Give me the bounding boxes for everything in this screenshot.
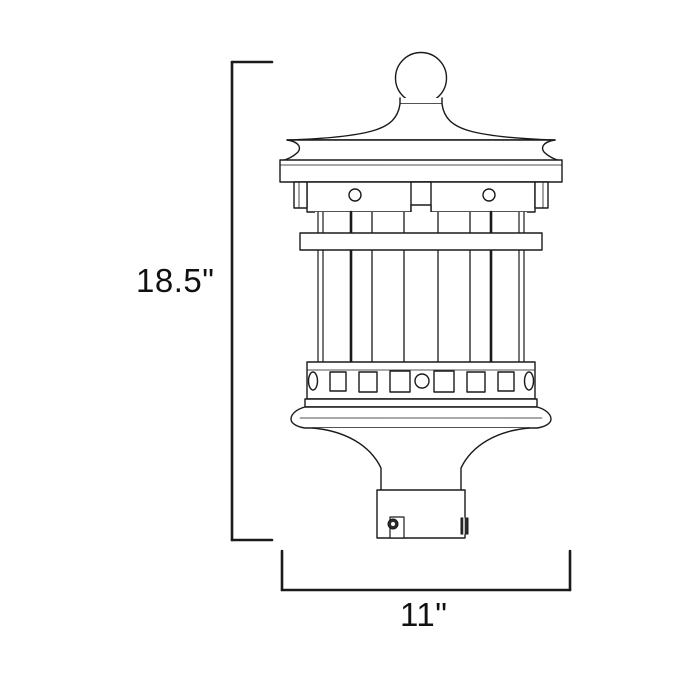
square-cutout-6 [497, 371, 515, 392]
roof-dome-flare [280, 139, 562, 162]
corner-post-left [293, 181, 308, 209]
square-cutout-4 [433, 370, 455, 393]
corner-post-right [534, 181, 549, 209]
square-cutout-3 [389, 370, 411, 393]
bottom-plate-lip [304, 398, 538, 408]
rivet-left [348, 188, 362, 202]
band-oval-left [307, 371, 319, 391]
width-dimension-line [280, 549, 572, 592]
set-screw-right [460, 517, 469, 535]
finial-ball [394, 51, 448, 105]
post-neck [312, 427, 530, 493]
finial-neck [399, 97, 443, 105]
roof-dome [286, 103, 556, 141]
bottom-plate [290, 406, 552, 429]
rivet-right [482, 188, 496, 202]
square-cutout-2 [358, 371, 378, 393]
mid-rail [299, 232, 543, 251]
square-cutout-1 [329, 371, 347, 392]
height-dimension-label: 18.5" [136, 262, 215, 299]
set-screw-left-slot [391, 522, 395, 526]
width-dimension-label: 11" [400, 596, 448, 633]
square-cutouts [329, 370, 515, 393]
center-circle-vent [414, 373, 430, 389]
set-screw-left [387, 516, 405, 539]
height-dimension-line [230, 60, 274, 542]
square-cutout-5 [466, 371, 486, 393]
roof-plate [279, 159, 563, 183]
band-oval-right [523, 371, 535, 391]
